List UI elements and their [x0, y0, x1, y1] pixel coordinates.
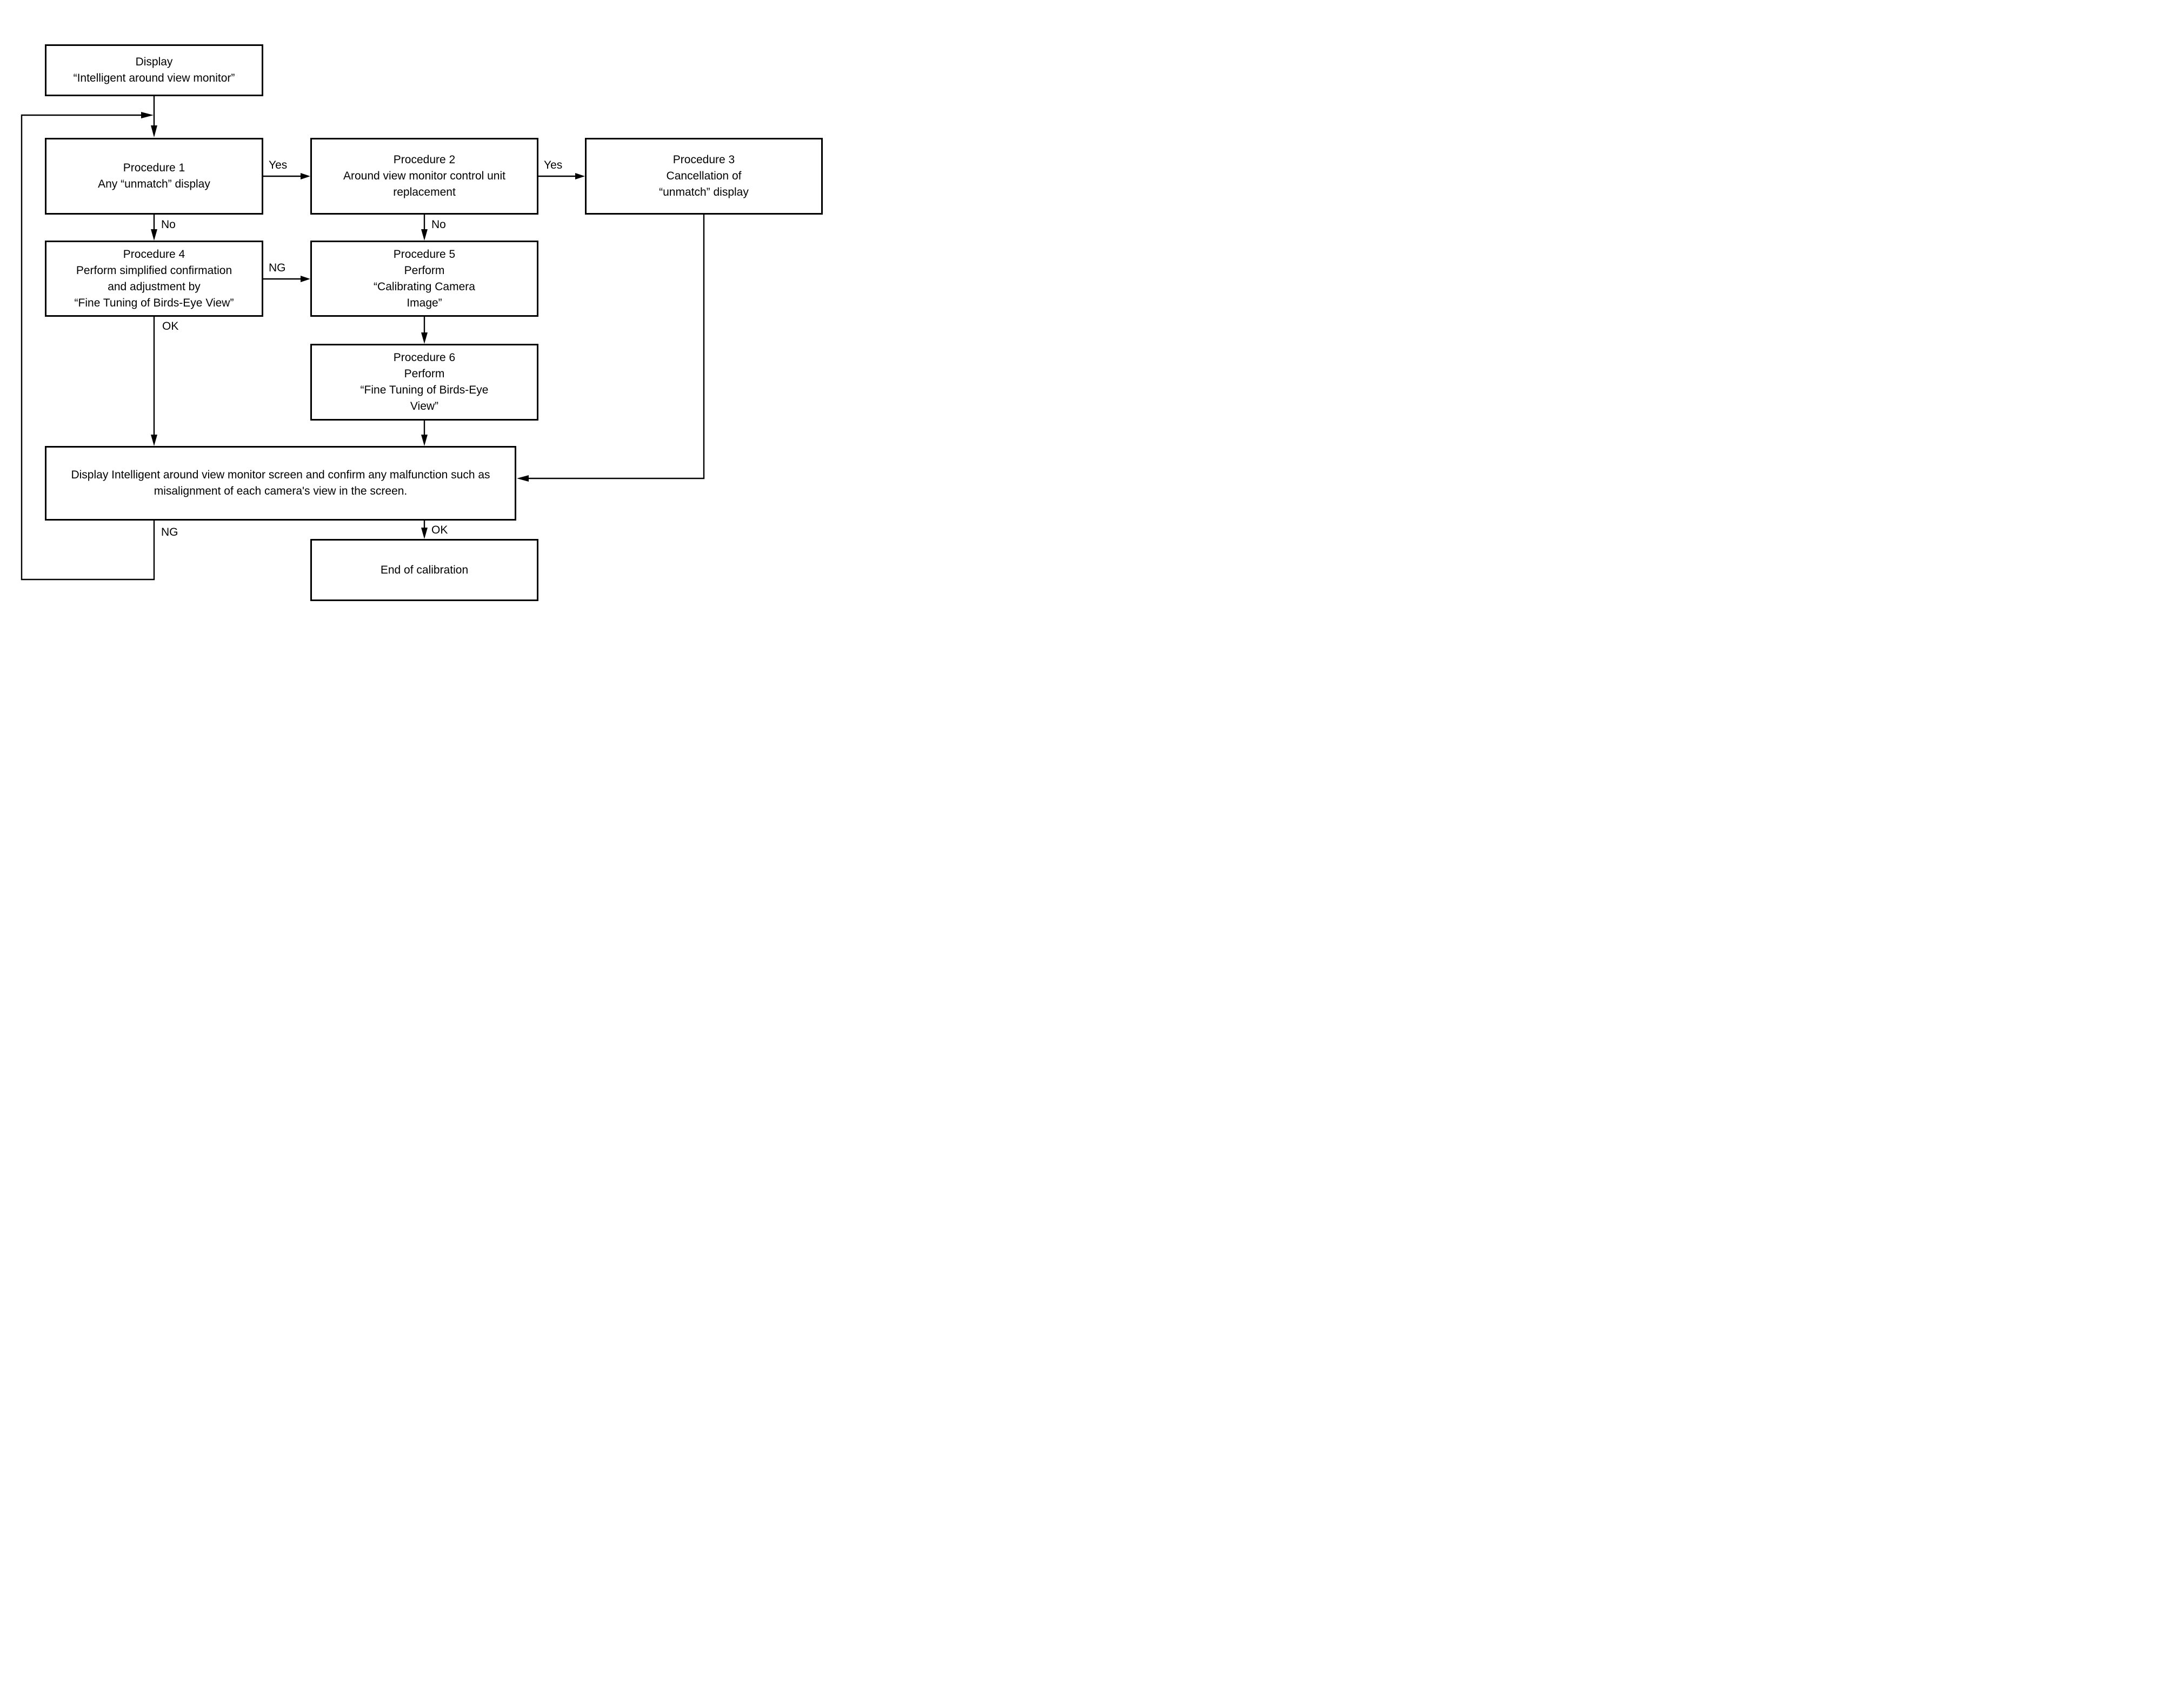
step-box-procedure3: Procedure 3 Cancellation of “unmatch” di…: [585, 138, 823, 215]
step-text-line: and adjustment by: [108, 280, 201, 293]
edge-label-p1-yes: Yes: [269, 159, 288, 171]
step-text-line: Any “unmatch” display: [98, 178, 210, 190]
flowchart-canvas: Display “Intelligent around view monitor…: [0, 0, 840, 654]
step-text-line: Display: [135, 56, 173, 68]
step-box-procedure2: Procedure 2 Around view monitor control …: [310, 138, 538, 215]
edge-label-p4-ng: NG: [269, 262, 286, 274]
step-text-line: misalignment of each camera's view in th…: [154, 485, 408, 497]
arrowhead-into-p2: [301, 173, 310, 179]
step-text-line: Procedure 5: [393, 248, 456, 261]
edge-label-p2-yes: Yes: [544, 159, 563, 171]
step-text-line: Procedure 1: [123, 162, 185, 174]
step-text-line: “Fine Tuning of Birds-Eye: [360, 384, 489, 396]
step-box-procedure1: Procedure 1 Any “unmatch” display: [45, 138, 263, 215]
step-text-line: Procedure 6: [393, 351, 456, 364]
step-text-line: View”: [410, 400, 439, 412]
arrowhead-loop-into-spine: [141, 112, 154, 118]
step-text-line: Around view monitor control unit: [343, 170, 505, 182]
connector-ng-return-loop: [21, 114, 155, 581]
step-text-line: Perform simplified confirmation: [76, 264, 232, 277]
arrowhead-into-p1: [151, 125, 157, 137]
step-box-confirm-screen: Display Intelligent around view monitor …: [45, 446, 516, 521]
step-text-line: “unmatch” display: [659, 186, 749, 198]
edge-label-p2-no: No: [431, 218, 446, 231]
step-text-line: Procedure 3: [672, 154, 735, 166]
arrowhead-into-confirm-left: [151, 435, 157, 446]
step-box-end-of-calibration: End of calibration: [310, 539, 538, 601]
step-text-line: Display Intelligent around view monitor …: [71, 469, 490, 481]
step-box-procedure4: Procedure 4 Perform simplified confirmat…: [45, 241, 263, 317]
step-text-line: “Fine Tuning of Birds-Eye View”: [74, 296, 234, 309]
arrowhead-into-p3: [575, 173, 585, 179]
step-text-line: Cancellation of: [666, 170, 742, 182]
edge-label-p1-no: No: [161, 218, 176, 231]
arrowhead-into-confirm-right: [517, 475, 529, 482]
arrowhead-into-end: [421, 528, 428, 539]
edge-label-confirm-ng: NG: [161, 526, 178, 538]
step-text-line: Perform: [404, 368, 445, 380]
arrowhead-into-p5-top: [421, 229, 428, 241]
step-text-line: “Calibrating Camera: [374, 280, 475, 293]
connector-layer: [21, 96, 705, 581]
step-box-procedure6: Procedure 6 Perform “Fine Tuning of Bird…: [310, 344, 538, 421]
step-text-line: replacement: [393, 186, 456, 198]
step-text-line: Perform: [404, 264, 445, 277]
step-box-procedure5: Procedure 5 Perform “Calibrating Camera …: [310, 241, 538, 317]
arrowhead-into-confirm-mid: [421, 435, 428, 446]
edge-label-confirm-ok: OK: [431, 524, 448, 536]
arrowhead-into-p6: [421, 332, 428, 344]
step-text-line: Procedure 2: [393, 154, 456, 166]
step-text-line: Image”: [407, 296, 442, 309]
step-text-line: “Intelligent around view monitor”: [73, 72, 235, 84]
connector-p3-to-confirm: [529, 215, 705, 479]
step-text-line: Procedure 4: [123, 248, 185, 261]
step-box-display: Display “Intelligent around view monitor…: [45, 44, 263, 96]
step-text-line: End of calibration: [380, 563, 469, 576]
arrowhead-into-p5-left: [301, 276, 310, 282]
arrowhead-into-p4: [151, 229, 157, 241]
edge-label-p4-ok: OK: [162, 320, 179, 332]
